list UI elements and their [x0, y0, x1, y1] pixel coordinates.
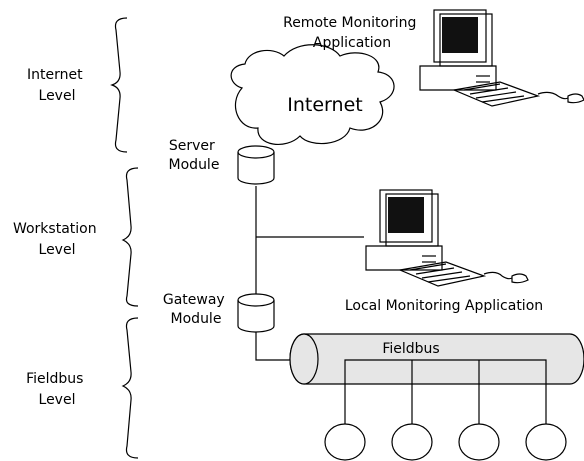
fieldbus-level-brace — [121, 317, 139, 459]
workstation-level-label: Workstation Level — [13, 221, 101, 258]
field-device-2 — [391, 423, 433, 461]
server-module-label: Server Module — [169, 138, 220, 173]
field-device-3 — [458, 423, 500, 461]
gateway-module-cylinder — [237, 293, 275, 333]
gateway-fieldbus-link — [255, 332, 296, 361]
remote-monitoring-label: Remote Monitoring Application — [283, 15, 421, 51]
internet-level-brace — [110, 17, 128, 153]
fieldbus-label: Fieldbus — [382, 341, 439, 357]
field-device-4 — [525, 423, 567, 461]
server-module-cylinder — [237, 145, 275, 185]
gateway-module-label: Gateway Module — [163, 292, 229, 327]
internet-level-label: Internet Level — [27, 67, 87, 104]
remote-computer-icon — [419, 9, 584, 107]
fieldbus-pipe: Fieldbus — [289, 333, 584, 385]
field-device-drops — [344, 359, 547, 424]
internet-cloud: Internet — [230, 44, 395, 145]
local-monitoring-label: Local Monitoring Application — [345, 298, 543, 314]
workstation-level-brace — [121, 167, 139, 307]
fieldbus-level-label: Fieldbus Level — [26, 371, 88, 408]
internet-cloud-label: Internet — [287, 94, 362, 116]
local-computer-icon — [365, 189, 529, 287]
field-device-1 — [324, 423, 366, 461]
